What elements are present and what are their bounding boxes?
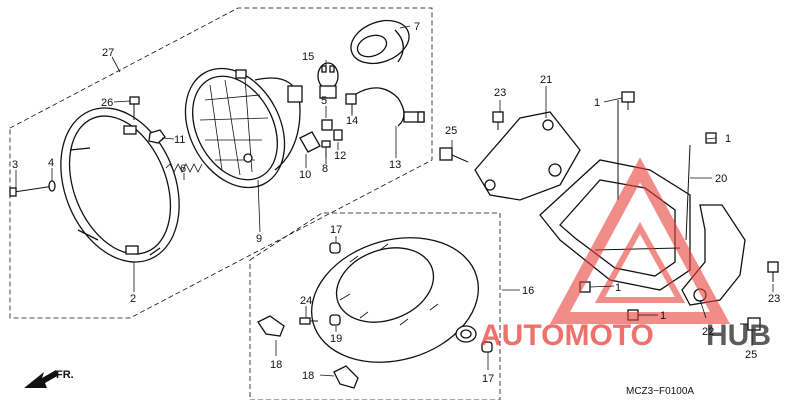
group-box-headlight [9, 7, 433, 319]
bolt-25a [439, 147, 469, 163]
callout-23-top: 23 [494, 87, 506, 99]
wire-13 [355, 87, 425, 127]
callout-25-bottom: 25 [745, 349, 757, 361]
nut-12 [333, 129, 343, 141]
spring-6 [165, 163, 203, 173]
callout-15: 15 [302, 51, 314, 63]
callout-4: 4 [48, 157, 54, 169]
callout-20: 20 [715, 173, 727, 185]
callout-5: 5 [321, 95, 327, 107]
callout-18-left: 18 [270, 359, 282, 371]
callout-6: 6 [180, 163, 186, 175]
watermark-brand-a: AUTOMOTO [480, 319, 654, 352]
screw-3 [9, 185, 55, 197]
headlight-rim [60, 107, 180, 263]
diagram-code: MCZ3−F0100A [626, 386, 694, 397]
callout-17-bottom: 17 [482, 373, 494, 385]
callouts: 27 26 11 3 4 6 2 9 15 5 14 7 10 8 12 13 … [12, 21, 780, 385]
callout-1-c: 1 [615, 282, 621, 294]
headlight-unit [184, 67, 303, 189]
bolt-23b [767, 261, 779, 282]
callout-12: 12 [334, 150, 346, 162]
group-box-case [249, 212, 501, 400]
callout-13: 13 [389, 159, 401, 171]
callout-7: 7 [414, 21, 420, 33]
socket-14 [345, 93, 357, 114]
callout-25-top: 25 [445, 125, 457, 137]
callout-9: 9 [256, 233, 262, 245]
callout-18-bottom: 18 [302, 370, 314, 382]
dust-cover-7 [350, 19, 410, 65]
callout-21: 21 [540, 74, 552, 86]
front-label: FR. [56, 369, 74, 381]
grommet-17a [329, 242, 341, 254]
callout-23-bottom: 23 [768, 293, 780, 305]
callout-1-b: 1 [725, 133, 731, 145]
watermark: AUTOMOTO HUB [480, 157, 771, 352]
clip-18b [333, 365, 359, 389]
bracket-10 [299, 131, 321, 153]
watermark-triangle [549, 157, 731, 324]
callout-27: 27 [102, 47, 114, 59]
callout-14: 14 [346, 115, 358, 127]
front-arrow: FR. [24, 369, 74, 388]
watermark-brand-b: HUB [706, 319, 771, 352]
callout-24: 24 [300, 295, 312, 307]
grommet-17b [481, 341, 493, 353]
watermark-triangle-inner [594, 221, 686, 303]
bolt-1a [621, 91, 635, 110]
washer-4 [48, 180, 56, 192]
bulb-5 [321, 119, 333, 131]
headlight-case [310, 237, 480, 363]
callout-11: 11 [174, 134, 185, 146]
bracket-21 [474, 111, 581, 201]
nut-19 [329, 314, 341, 326]
callout-2: 2 [130, 293, 136, 305]
callout-1-d: 1 [660, 310, 666, 322]
clip-18a [257, 315, 285, 337]
callout-19: 19 [330, 333, 342, 345]
nut-11 [148, 129, 166, 144]
callout-8: 8 [322, 163, 328, 175]
callout-3: 3 [12, 159, 18, 171]
callout-16: 16 [522, 285, 534, 297]
callout-17-top: 17 [330, 224, 342, 236]
callout-10: 10 [299, 169, 311, 181]
screw-8 [321, 140, 331, 158]
callout-26: 26 [101, 97, 113, 109]
screw-26 [129, 96, 140, 120]
callout-22: 22 [702, 326, 714, 338]
callout-1-a: 1 [594, 97, 600, 109]
bolt-25b [740, 317, 761, 331]
screw-24 [299, 317, 318, 325]
bolt-23a [492, 111, 504, 130]
leader-lines [15, 25, 774, 377]
bulb-15 [317, 62, 339, 99]
